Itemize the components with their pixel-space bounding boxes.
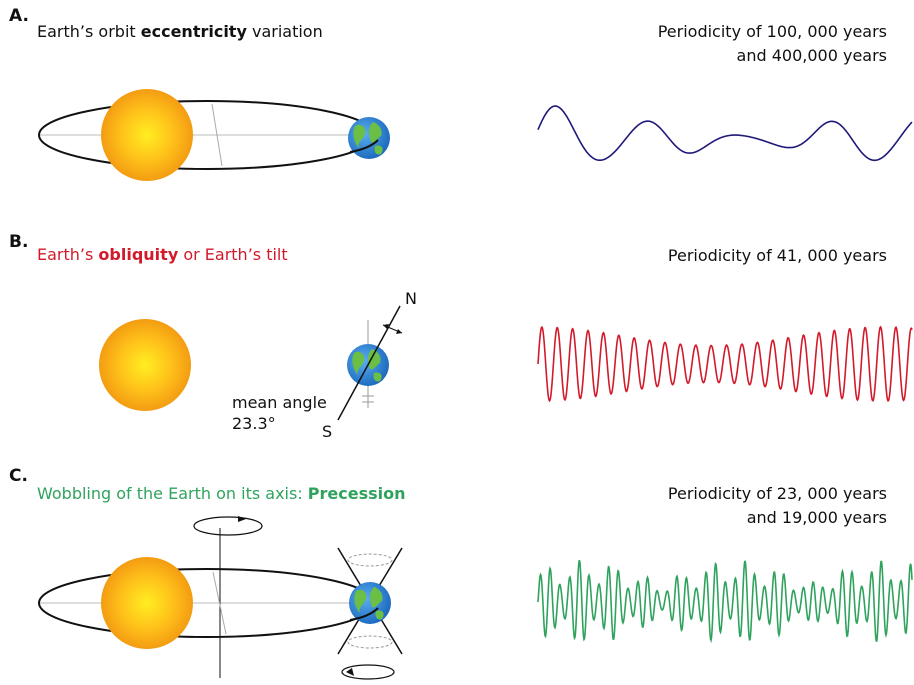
eccentricity-wave bbox=[537, 105, 913, 162]
obliquity-diagram bbox=[99, 305, 403, 421]
eccentricity-diagram bbox=[38, 89, 390, 181]
south-pole-label: S bbox=[322, 422, 333, 441]
eccentricity-title: Earth’s orbit eccentricity variation bbox=[37, 22, 323, 41]
sun-icon bbox=[99, 319, 191, 411]
section-c-letter: C. bbox=[9, 466, 28, 486]
orbit-center-line bbox=[211, 103, 223, 167]
precession-diagram bbox=[38, 516, 403, 680]
arrowhead-icon bbox=[346, 668, 354, 676]
precession-circle-top bbox=[347, 553, 393, 567]
precession-title: Wobbling of the Earth on its axis: Prece… bbox=[37, 484, 406, 503]
precession-circle-bottom bbox=[347, 635, 393, 649]
tilted-axis bbox=[337, 305, 401, 421]
sun-icon bbox=[101, 89, 193, 181]
orbit-center-line bbox=[212, 571, 227, 635]
mean-angle-value: 23.3° bbox=[232, 414, 276, 433]
earth-icon bbox=[349, 582, 391, 624]
orbit-front-arc bbox=[349, 139, 379, 153]
obliquity-periodicity: Periodicity of 41, 000 years bbox=[667, 246, 887, 265]
earth-icon bbox=[348, 117, 390, 159]
sun-icon bbox=[101, 557, 193, 649]
section-b-letter: B. bbox=[9, 232, 29, 252]
precession-rotation-arrow bbox=[341, 664, 395, 680]
arrowhead-icon bbox=[383, 324, 389, 329]
arrowhead-icon bbox=[396, 329, 402, 334]
north-pole-label: N bbox=[405, 289, 417, 308]
orbit-front-arc bbox=[349, 607, 379, 621]
obliquity-title: Earth’s obliquity or Earth’s tilt bbox=[37, 245, 288, 264]
mean-angle-label: mean angle bbox=[232, 393, 327, 412]
section-a-letter: A. bbox=[9, 6, 29, 26]
arrowhead-icon bbox=[238, 516, 246, 522]
obliquity-wave bbox=[537, 325, 913, 403]
orbit-rotation-arrow bbox=[193, 516, 263, 536]
precession-wave bbox=[537, 559, 913, 644]
